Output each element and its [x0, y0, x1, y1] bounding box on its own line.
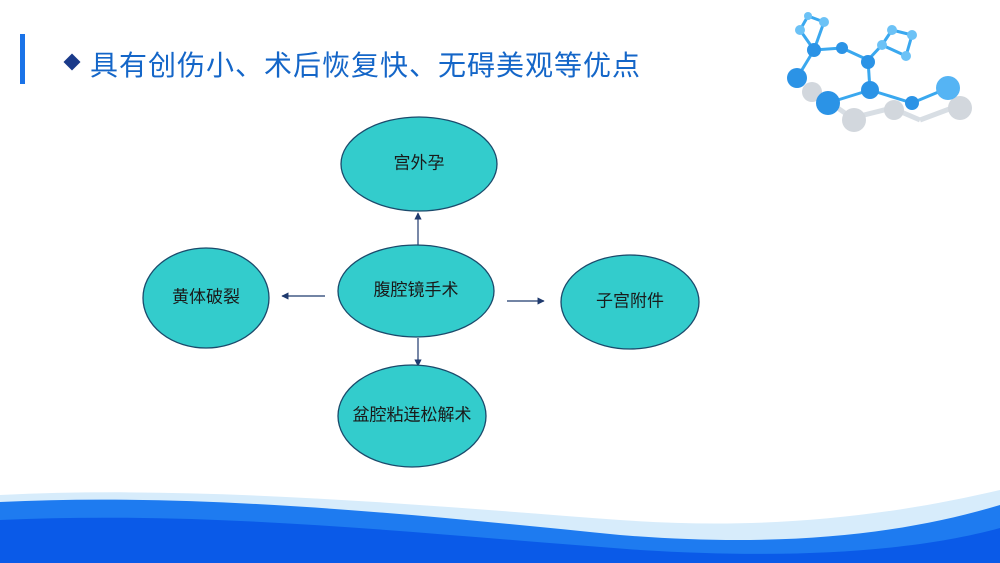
title-row: 具有创伤小、术后恢复快、无碍美观等优点 — [63, 44, 642, 84]
node-center-label: 腹腔镜手术 — [374, 281, 459, 301]
node-right-label: 子宫附件 — [596, 292, 664, 312]
footer-wave — [0, 490, 1000, 563]
molecule-icon — [787, 12, 972, 132]
node-left: 黄体破裂 — [142, 247, 270, 349]
slide-title: 具有创伤小、术后恢复快、无碍美观等优点 — [90, 49, 642, 82]
node-right: 子宫附件 — [560, 254, 700, 350]
node-bottom-label: 盆腔粘连松解术 — [353, 406, 472, 426]
node-top-label: 宫外孕 — [394, 154, 445, 174]
node-bottom: 盆腔粘连松解术 — [337, 364, 487, 468]
title-accent-bar — [20, 34, 25, 84]
node-left-label: 黄体破裂 — [172, 288, 240, 308]
node-top: 宫外孕 — [340, 116, 498, 212]
node-center: 腹腔镜手术 — [337, 244, 495, 338]
